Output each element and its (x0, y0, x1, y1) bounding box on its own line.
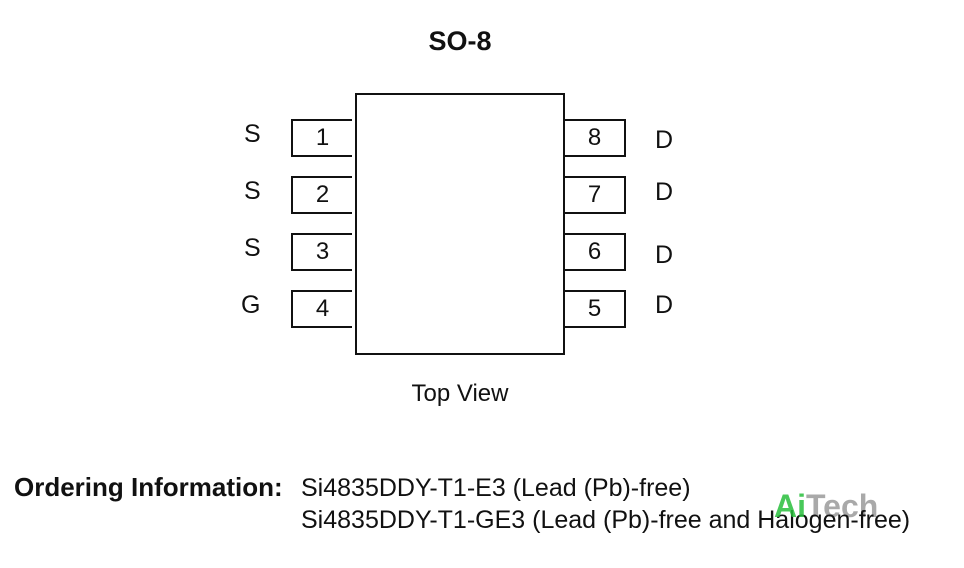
pin-7: 7 (565, 176, 626, 214)
pin-2: 2 (291, 176, 352, 214)
package-body (355, 93, 565, 355)
pin-8-label: D (655, 126, 674, 154)
watermark-accent: Ai (774, 488, 806, 524)
pin-3-label: S (244, 234, 261, 262)
pin-6: 6 (565, 233, 626, 271)
watermark-rest: Tech (806, 488, 879, 524)
package-title: SO-8 (428, 26, 492, 56)
pin-1-label: S (244, 120, 261, 148)
pin-5-label: D (655, 291, 674, 319)
pin-3: 3 (291, 233, 352, 271)
ordering-line-1: Si4835DDY-T1-E3 (Lead (Pb)-free) (301, 474, 691, 502)
ordering-line-2: Si4835DDY-T1-GE3 (Lead (Pb)-free and Hal… (301, 506, 911, 534)
pin-4: 4 (291, 290, 352, 328)
pin-8: 8 (565, 119, 626, 157)
pin-6-label: D (655, 241, 674, 269)
pin-7-label: D (655, 178, 674, 206)
pin-1: 1 (291, 119, 352, 157)
ordering-label: Ordering Information: (14, 472, 283, 502)
view-caption: Top View (411, 380, 509, 407)
pin-5: 5 (565, 290, 626, 328)
pin-2-label: S (244, 177, 261, 205)
pin-4-label: G (241, 291, 261, 319)
watermark-logo: AiTech (774, 488, 878, 525)
